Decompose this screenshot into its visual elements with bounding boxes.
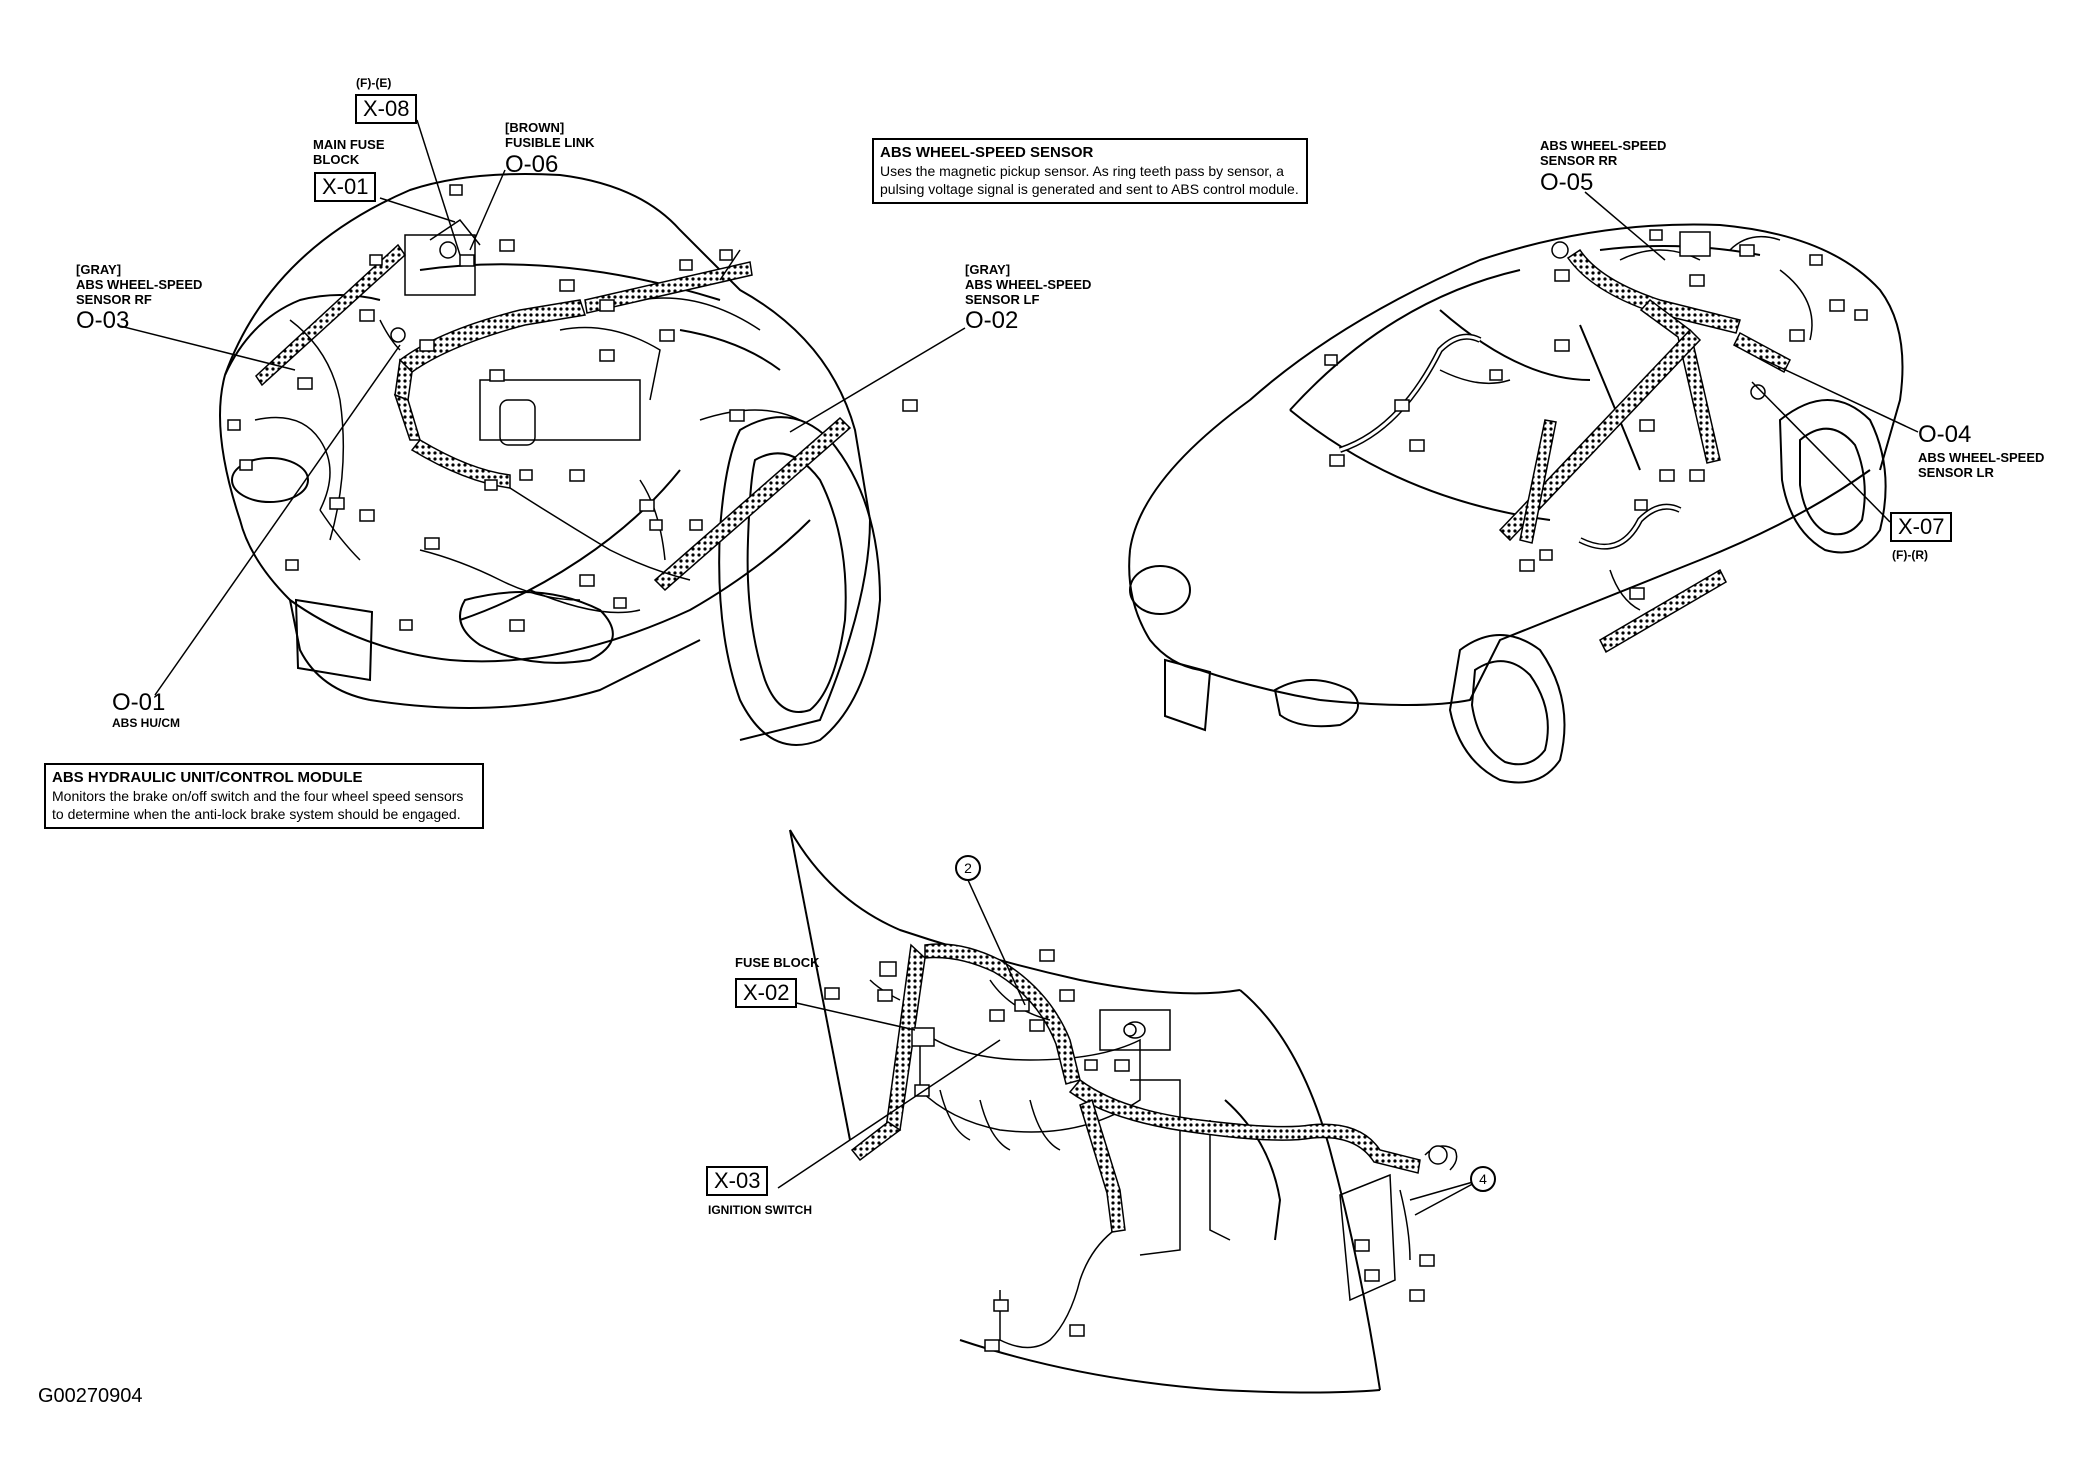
fuse-block-label: FUSE BLOCK <box>735 955 820 970</box>
x07-note-label: (F)-(R) <box>1892 548 1928 562</box>
o04-code: O-04 <box>1918 421 1972 448</box>
rear-harness <box>1324 229 1868 654</box>
dash-leader-lines <box>777 879 1481 1216</box>
front-engine-bay <box>404 218 761 446</box>
callout-number-2: 2 <box>955 855 981 881</box>
figure-id: G00270904 <box>38 1385 143 1407</box>
lr-sensor-label: ABS WHEEL-SPEED SENSOR LR <box>1918 450 2045 480</box>
x08-callout: X-08 <box>355 94 418 124</box>
rf-color-label: [GRAY] <box>76 262 122 277</box>
ignition-switch-label: IGNITION SWITCH <box>708 1203 812 1217</box>
o02-code: O-02 <box>965 307 1019 334</box>
fusible-link-label: FUSIBLE LINK <box>505 135 595 150</box>
o06-code: O-06 <box>505 151 559 178</box>
front-leader-lines <box>119 119 966 696</box>
x02-callout: X-02 <box>735 978 798 1008</box>
hucm-label: ABS HU/CM <box>112 716 180 730</box>
rear-car-outline <box>1128 223 1904 784</box>
sensor-info-body: Uses the magnetic pickup sensor. As ring… <box>880 163 1299 197</box>
lf-color-label: [GRAY] <box>965 262 1011 277</box>
module-info-title: ABS HYDRAULIC UNIT/CONTROL MODULE <box>52 769 363 786</box>
x08-note-label: (F)-(E) <box>356 76 392 90</box>
dash-harness <box>824 943 1448 1352</box>
rf-sensor-label: ABS WHEEL-SPEED SENSOR RF <box>76 277 203 307</box>
x01-callout: X-01 <box>314 172 377 202</box>
o01-code: O-01 <box>112 689 166 716</box>
brown-color-label: [BROWN] <box>505 120 565 135</box>
sensor-info-box: ABS WHEEL-SPEED SENSOR Uses the magnetic… <box>872 138 1308 204</box>
rear-leader-lines <box>1584 191 1919 523</box>
o05-code: O-05 <box>1540 169 1594 196</box>
module-info-body: Monitors the brake on/off switch and the… <box>52 788 464 822</box>
x03-callout: X-03 <box>706 1166 769 1196</box>
lf-sensor-label: ABS WHEEL-SPEED SENSOR LF <box>965 277 1092 307</box>
rr-sensor-label: ABS WHEEL-SPEED SENSOR RR <box>1540 138 1667 168</box>
sensor-info-title: ABS WHEEL-SPEED SENSOR <box>880 144 1094 161</box>
x07-callout: X-07 <box>1890 512 1953 542</box>
callout-number-4: 4 <box>1470 1166 1496 1192</box>
main-fuse-block-label: MAIN FUSE BLOCK <box>313 137 385 167</box>
module-info-box: ABS HYDRAULIC UNIT/CONTROL MODULE Monito… <box>44 763 484 829</box>
o03-code: O-03 <box>76 307 130 334</box>
front-harness <box>227 184 918 632</box>
